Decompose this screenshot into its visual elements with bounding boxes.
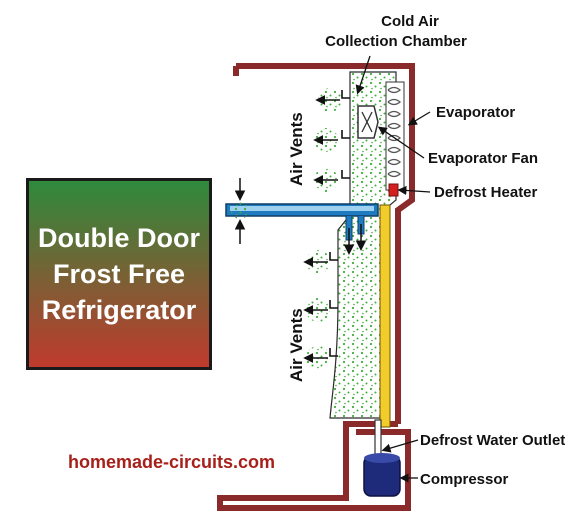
title-text: Double Door Frost Free Refrigerator [34, 216, 204, 332]
label-defrost-water-outlet: Defrost Water Outlet [420, 432, 565, 449]
title-line-3: Refrigerator [41, 295, 197, 325]
title-box: Double Door Frost Free Refrigerator [26, 178, 212, 370]
cabinet-wall [217, 63, 415, 511]
label-evaporator-fan: Evaporator Fan [428, 150, 538, 167]
title-line-2: Frost Free [52, 259, 186, 289]
label-air-vents-bottom: Air Vents [287, 308, 306, 382]
leader-arrows [355, 55, 431, 483]
air-vents-upper [313, 88, 350, 192]
drain-channel [379, 204, 391, 428]
air-vents-lower [303, 250, 338, 370]
label-defrost-heater: Defrost Heater [434, 184, 538, 201]
title-line-1: Double Door [38, 223, 200, 253]
label-chamber-line1: Cold Air [381, 13, 439, 30]
label-chamber-line2: Collection Chamber [325, 33, 467, 50]
drain-pipe [374, 419, 382, 459]
heater-icon [388, 183, 399, 197]
website-credit: homemade-circuits.com [68, 452, 276, 472]
label-evaporator: Evaporator [436, 104, 515, 121]
label-compressor: Compressor [420, 471, 509, 488]
air-flow-arrow-icon [231, 178, 367, 255]
fan-icon [357, 105, 379, 139]
compressor-icon [363, 453, 401, 497]
label-air-vents-top: Air Vents [287, 112, 306, 186]
evaporator-coil-icon [385, 81, 405, 191]
